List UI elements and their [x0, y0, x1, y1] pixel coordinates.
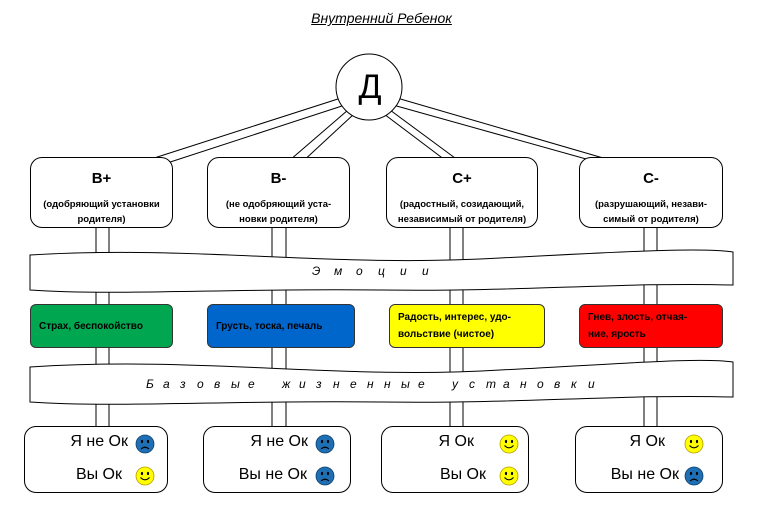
node-description: (не одобряющий уста- новки родителя) [208, 197, 349, 227]
node-description-line: (не одобряющий уста- [225, 199, 332, 210]
band-letter: о [537, 377, 544, 391]
node-c-plus: С+ (радостный, созидающий, независимый о… [386, 157, 538, 228]
base-attitudes-band [29, 359, 734, 405]
node-b-minus: В- (не одобряющий уста- новки родителя) [207, 157, 350, 228]
band-letter: в [214, 377, 221, 391]
band-letter: и [422, 264, 429, 278]
band-letter: с [469, 377, 475, 391]
band-letter: и [400, 264, 407, 278]
emotion-line: Гнев, злость, отчая- [588, 312, 688, 323]
band-letter: ы [401, 377, 410, 391]
diagram-title: Внутренний Ребенок [311, 10, 452, 26]
result-row-text: Вы Ок [439, 466, 486, 483]
node-heading: В- [270, 170, 287, 187]
node-description: (разрушающий, незави- симый от родителя) [580, 197, 722, 227]
emotion-box-joy: Радость, интерес, удо- вольствие (чистое… [389, 304, 545, 348]
emotion-text: Радость, интерес, удо- вольствие (чистое… [398, 309, 511, 343]
result-row-text: Я не Ок [250, 433, 308, 450]
emotion-line: Грусть, тоска, печаль [216, 320, 323, 332]
band-letter: н [333, 377, 340, 391]
node-heading: В+ [91, 170, 112, 187]
band-letter: Э [312, 264, 321, 278]
emotion-line: вольствие (чистое) [398, 329, 495, 340]
node-description: (одобряющий установки родителя) [31, 197, 172, 227]
happy-face-icon [684, 434, 704, 454]
band-letter: з [180, 377, 186, 391]
band-letter: ц [378, 264, 385, 278]
band-letter: т [486, 377, 496, 391]
node-heading: С+ [452, 170, 472, 187]
band-letter: е [248, 377, 255, 391]
band-letter: Б [146, 377, 154, 391]
node-description-line: (разрушающий, незави- [594, 199, 708, 210]
band-letter: ж [282, 377, 291, 391]
node-description-line: симый от родителя) [603, 214, 699, 225]
band-letter: ы [231, 377, 240, 391]
node-heading: С- [643, 170, 659, 187]
result-row-text: Я Ок [629, 433, 665, 450]
band-letter: е [350, 377, 357, 391]
emotion-box-anger: Гнев, злость, отчая- ние, ярость [579, 304, 723, 348]
result-row-text: Вы Ок [75, 466, 122, 483]
node-c-minus: С- (разрушающий, незави- симый от родите… [579, 157, 723, 228]
happy-face-icon [499, 466, 519, 486]
emotion-text: Гнев, злость, отчая- ние, ярость [588, 309, 687, 343]
emotion-box-sadness: Грусть, тоска, печаль [207, 304, 355, 348]
emotion-box-fear: Страх, беспокойство [30, 304, 173, 348]
emotion-line: Страх, беспокойство [39, 320, 143, 332]
node-b-plus: В+ (одобряющий установки родителя) [30, 157, 173, 228]
emotion-line: ние, ярость [588, 329, 646, 340]
happy-face-icon [499, 434, 519, 454]
emotions-band [29, 249, 734, 293]
emotion-text: Грусть, тоска, печаль [216, 318, 322, 335]
result-row-text: Я не Ок [70, 433, 128, 450]
band-letter: а [503, 377, 510, 391]
result-row-text: Я Ок [438, 433, 474, 450]
sad-face-icon [315, 466, 335, 486]
node-description-line: (одобряющий установки [43, 199, 160, 210]
band-letter: з [316, 377, 322, 391]
emotion-line: Радость, интерес, удо- [398, 312, 511, 323]
node-description-line: (радостный, созидающий, [399, 199, 525, 210]
band-letter: н [367, 377, 374, 391]
result-row-text: Вы не Ок [610, 466, 679, 483]
band-letter: н [384, 377, 391, 391]
node-description-line: родителя) [77, 214, 126, 225]
band-letter: н [520, 377, 527, 391]
band-letter: м [334, 264, 343, 278]
sad-face-icon [315, 434, 335, 454]
happy-face-icon [135, 466, 155, 486]
node-description: (радостный, созидающий, независимый от р… [387, 197, 537, 227]
band-letter: о [197, 377, 204, 391]
result-row-text: Вы не Ок [238, 466, 307, 483]
band-letter: у [452, 377, 458, 391]
band-letter: в [554, 377, 561, 391]
band-letter: и [588, 377, 595, 391]
band-letter: и [299, 377, 306, 391]
root-node-label: Д [358, 67, 382, 106]
sad-face-icon [684, 466, 704, 486]
node-description-line: независимый от родителя) [397, 214, 527, 225]
node-description-line: новки родителя) [239, 214, 318, 225]
emotion-text: Страх, беспокойство [39, 318, 143, 335]
band-letter: о [356, 264, 363, 278]
band-letter: е [418, 377, 425, 391]
band-letter: к [571, 377, 577, 391]
band-letter: а [163, 377, 170, 391]
sad-face-icon [135, 434, 155, 454]
